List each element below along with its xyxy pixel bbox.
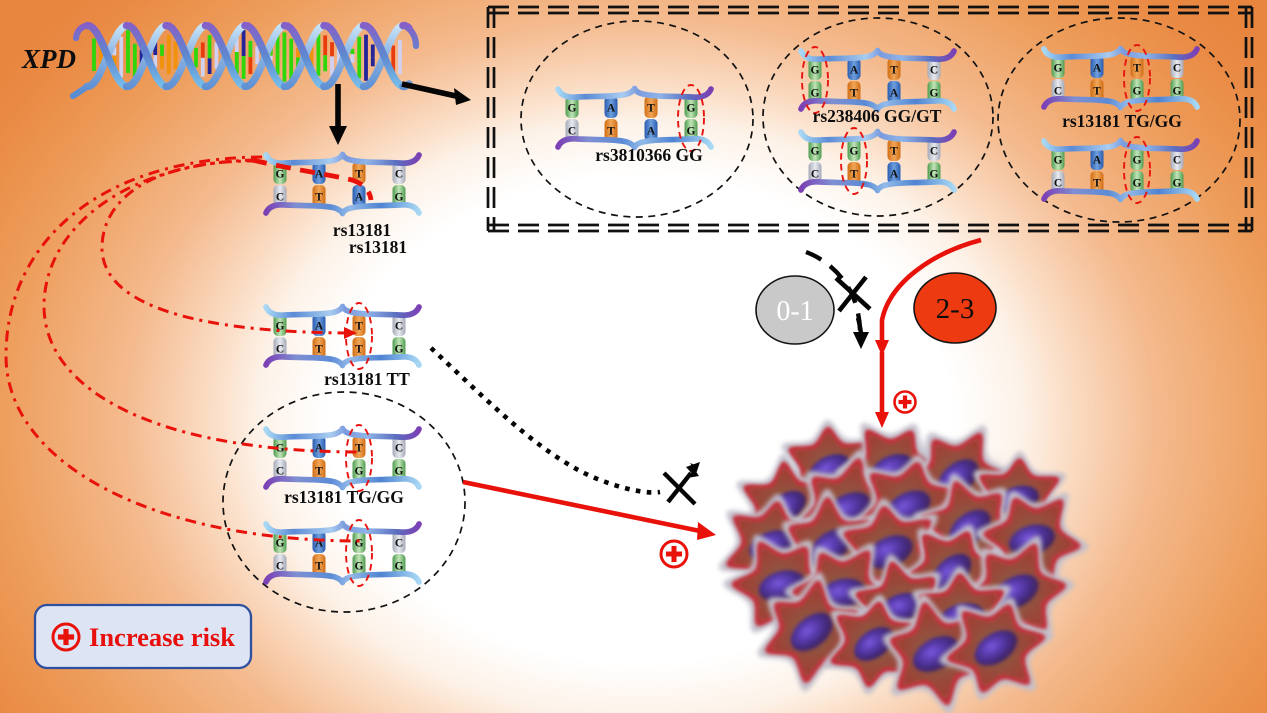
svg-text:G: G — [355, 561, 364, 573]
svg-text:C: C — [1054, 178, 1062, 190]
svg-text:C: C — [1054, 86, 1062, 98]
svg-text:T: T — [850, 169, 858, 181]
svg-text:G: G — [395, 192, 404, 204]
svg-text:A: A — [890, 88, 899, 100]
svg-text:T: T — [890, 146, 898, 158]
svg-text:G: G — [811, 88, 820, 100]
svg-text:T: T — [315, 466, 323, 478]
svg-text:G: G — [1173, 86, 1182, 98]
svg-text:G: G — [687, 126, 696, 138]
svg-text:T: T — [890, 65, 898, 77]
svg-text:G: G — [1054, 155, 1063, 167]
svg-text:G: G — [1133, 86, 1142, 98]
svg-text:G: G — [687, 103, 696, 115]
svg-text:G: G — [1133, 178, 1142, 190]
svg-text:T: T — [355, 443, 363, 455]
svg-text:G: G — [276, 538, 285, 550]
svg-text:T: T — [647, 103, 655, 115]
svg-text:G: G — [1054, 63, 1063, 75]
svg-text:T: T — [607, 126, 615, 138]
svg-text:G: G — [930, 169, 939, 181]
svg-text:T: T — [315, 344, 323, 356]
svg-text:C: C — [276, 344, 284, 356]
svg-text:rs13181 TG/GG: rs13181 TG/GG — [1062, 111, 1182, 131]
svg-text:XPD: XPD — [21, 44, 76, 74]
svg-text:G: G — [355, 538, 364, 550]
svg-text:A: A — [315, 169, 324, 181]
svg-text:C: C — [811, 169, 819, 181]
svg-text:C: C — [395, 321, 403, 333]
svg-text:T: T — [1133, 63, 1141, 75]
svg-text:C: C — [930, 65, 938, 77]
svg-text:T: T — [1093, 86, 1101, 98]
svg-text:rs13181: rs13181 — [349, 237, 407, 257]
svg-text:rs13181: rs13181 — [333, 220, 391, 240]
svg-text:G: G — [1173, 178, 1182, 190]
svg-text:C: C — [276, 561, 284, 573]
svg-text:T: T — [315, 561, 323, 573]
svg-text:G: G — [395, 466, 404, 478]
svg-text:T: T — [315, 192, 323, 204]
svg-text:C: C — [395, 169, 403, 181]
svg-text:G: G — [395, 344, 404, 356]
svg-text:G: G — [1133, 155, 1142, 167]
svg-text:T: T — [355, 169, 363, 181]
svg-text:G: G — [355, 466, 364, 478]
svg-text:C: C — [395, 443, 403, 455]
svg-text:C: C — [568, 126, 576, 138]
svg-text:C: C — [1173, 63, 1181, 75]
svg-text:C: C — [395, 538, 403, 550]
svg-text:T: T — [850, 88, 858, 100]
svg-text:A: A — [1093, 155, 1102, 167]
svg-text:A: A — [315, 538, 324, 550]
svg-text:C: C — [1173, 155, 1181, 167]
svg-text:rs3810366 GG: rs3810366 GG — [595, 145, 703, 165]
svg-text:G: G — [850, 146, 859, 158]
svg-text:A: A — [850, 65, 859, 77]
svg-text:T: T — [1093, 178, 1101, 190]
svg-text:T: T — [355, 344, 363, 356]
svg-text:C: C — [276, 466, 284, 478]
svg-text:G: G — [276, 169, 285, 181]
svg-text:T: T — [355, 321, 363, 333]
svg-text:G: G — [930, 88, 939, 100]
svg-text:rs13181 TT: rs13181 TT — [324, 369, 410, 389]
svg-text:G: G — [395, 561, 404, 573]
svg-text:C: C — [276, 192, 284, 204]
svg-text:rs238406 GG/GT: rs238406 GG/GT — [813, 106, 942, 126]
svg-text:C: C — [930, 146, 938, 158]
svg-text:A: A — [607, 103, 616, 115]
svg-text:G: G — [568, 103, 577, 115]
svg-text:0-1: 0-1 — [776, 296, 813, 327]
svg-text:G: G — [276, 321, 285, 333]
svg-text:A: A — [1093, 63, 1102, 75]
svg-text:A: A — [647, 126, 656, 138]
svg-text:A: A — [315, 321, 324, 333]
svg-text:2-3: 2-3 — [936, 293, 975, 325]
svg-text:G: G — [811, 146, 820, 158]
svg-text:Increase risk: Increase risk — [89, 622, 235, 652]
svg-text:rs13181 TG/GG: rs13181 TG/GG — [284, 487, 404, 507]
svg-text:G: G — [276, 443, 285, 455]
svg-text:A: A — [890, 169, 899, 181]
svg-text:G: G — [811, 65, 820, 77]
svg-text:A: A — [315, 443, 324, 455]
svg-text:A: A — [355, 192, 364, 204]
